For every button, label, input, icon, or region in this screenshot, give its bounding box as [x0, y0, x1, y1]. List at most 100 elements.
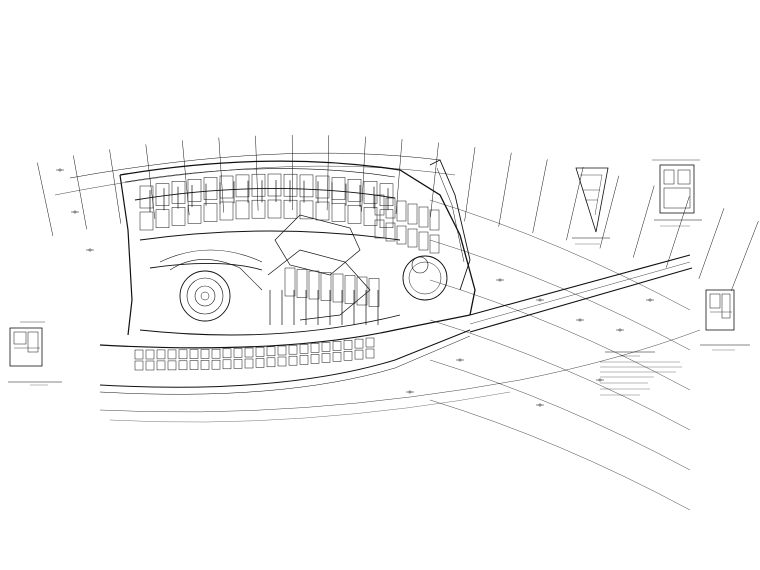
room-cell — [379, 209, 394, 228]
room-cell — [267, 173, 282, 197]
grid-bubble — [598, 378, 602, 382]
corridor-cell — [178, 349, 188, 360]
room-cell — [344, 275, 356, 304]
detail-plan-triangle — [572, 167, 610, 245]
room-cell — [331, 203, 346, 222]
grid-axis-line — [182, 140, 190, 216]
room-cell — [296, 269, 308, 298]
grid-axis-line — [498, 152, 512, 227]
central-void — [267, 214, 371, 321]
room-cell — [219, 201, 234, 221]
room-cell — [235, 174, 250, 198]
room-cell — [418, 206, 429, 228]
corridor-cell — [321, 342, 331, 352]
corridor-cells — [134, 337, 375, 371]
room-cell — [251, 199, 266, 219]
room-cell — [347, 205, 362, 224]
corridor-cell — [266, 346, 276, 357]
corridor-cell — [156, 349, 166, 360]
corridor-cell — [310, 354, 320, 364]
room-cell — [267, 199, 282, 219]
corridor-cell — [354, 349, 364, 360]
corridor-cell — [178, 360, 188, 371]
grid-bubble — [88, 248, 92, 252]
grid-arc — [99, 329, 701, 413]
grid-axis-line — [361, 136, 366, 212]
corridor-cell — [244, 358, 254, 369]
room-cell — [155, 183, 170, 206]
grid-bubble — [73, 210, 77, 214]
corridor-cell — [354, 338, 364, 349]
grid-arc — [429, 239, 691, 351]
detail-plan-right — [700, 289, 750, 351]
corridor-cell — [277, 345, 287, 356]
grid-arc — [429, 319, 691, 431]
grid-arc — [429, 359, 691, 471]
corridor-cell — [332, 352, 342, 362]
grid-axis-line — [464, 147, 476, 222]
main-building-outline — [99, 159, 693, 395]
grid-axis-line — [218, 137, 224, 213]
grid-axis-line — [37, 162, 54, 236]
room-cell — [283, 173, 298, 197]
grid-axis-line — [665, 196, 690, 268]
room-cell — [385, 222, 396, 242]
corridor-cell — [233, 348, 243, 358]
room-cell — [374, 219, 385, 239]
room-cell — [187, 205, 202, 224]
corridor-cell — [167, 360, 177, 371]
grid-arc — [429, 199, 691, 311]
corridor-cell — [255, 347, 265, 357]
grid-bubble — [538, 403, 542, 407]
room-cell — [407, 228, 418, 248]
corridor-cell — [343, 351, 353, 361]
room-cell — [407, 203, 418, 225]
room-cell — [374, 194, 385, 216]
room-cell — [308, 270, 320, 300]
grid-arc — [109, 391, 511, 423]
corridor-cell — [211, 359, 221, 370]
corridor-cell — [200, 360, 210, 370]
grid-axis-line — [109, 149, 122, 224]
grid-axis-line — [145, 144, 156, 219]
grid-axis-line — [698, 208, 725, 279]
room-cell — [332, 273, 344, 303]
pipe-main — [139, 230, 401, 241]
corridor-cell — [145, 349, 155, 360]
grid-bubble — [58, 168, 62, 172]
room-cell — [429, 234, 440, 254]
room-cell — [379, 183, 394, 206]
corridor-cell — [222, 359, 232, 370]
grid-axis-line — [255, 135, 259, 211]
circular-atrium-left — [159, 249, 263, 322]
grid-arc — [429, 399, 691, 511]
corridor-cell — [233, 359, 243, 369]
corridor-cell — [365, 337, 375, 348]
grid-axis-line — [73, 155, 87, 230]
grid-arc — [69, 152, 441, 179]
room-cell — [299, 174, 314, 198]
corridor-cell — [277, 356, 287, 367]
room-cell — [283, 199, 298, 219]
room-cell — [385, 197, 396, 219]
corridor-cell — [145, 360, 155, 371]
corridor-cell — [244, 347, 254, 358]
room-cell — [171, 181, 186, 204]
corridor-cell — [321, 353, 331, 363]
pipe-main — [134, 188, 396, 201]
room-cell — [363, 181, 378, 204]
circular-atrium-right — [402, 255, 448, 301]
axis-grid-lines — [37, 134, 759, 511]
corridor-cell — [255, 358, 265, 368]
grid-axis-line — [326, 135, 330, 211]
room-cell — [155, 209, 170, 228]
corridor-cell — [134, 349, 144, 360]
grid-axis-line — [430, 142, 439, 218]
corridor-cell — [332, 341, 342, 351]
room-cell — [139, 211, 154, 231]
room-cell — [171, 207, 186, 226]
corridor-cell — [167, 349, 177, 360]
pipe-main — [139, 314, 401, 336]
corridor-cell — [222, 348, 232, 359]
